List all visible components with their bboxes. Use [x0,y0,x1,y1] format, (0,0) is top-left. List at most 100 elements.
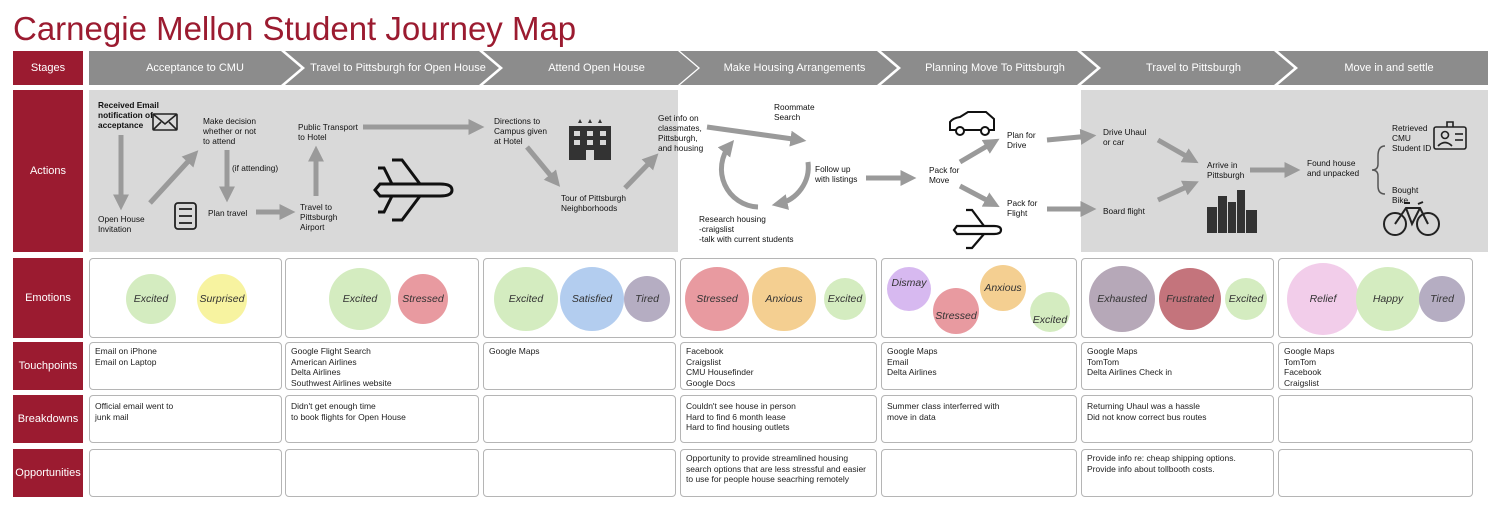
action-if-attending: (if attending) [232,163,279,173]
action-research-housing: Research housing -craigslist -talk with … [699,214,794,244]
car-icon [949,111,995,136]
action-pack-for-move: Pack for Move [929,165,960,185]
action-plan-for-drive: Plan for Drive [1007,130,1036,150]
touchpoints-text: Email on iPhone Email on Laptop [95,346,157,367]
action-directions: Directions to Campus given at Hotel [494,116,548,146]
opportunities-text [1279,450,1472,456]
opportunities-text [882,450,1076,456]
action-arrive: Arrive in Pittsburgh [1207,160,1245,180]
opportunities-cell [483,449,676,497]
airplane-icon [373,158,454,222]
flow-arrow [1156,137,1199,164]
opportunities-cell [89,449,282,497]
action-plan-travel: Plan travel [208,208,248,218]
bracket [1371,145,1386,195]
touchpoints-cell: Google Maps TomTom Facebook Craigslist [1278,342,1473,390]
cycle-arrow [717,140,759,210]
emotion-bubble: Relief [1287,263,1359,335]
emotion-bubble: Exhausted [1089,266,1155,332]
emotion-bubble: Excited [329,268,391,330]
opportunities-cell: Opportunity to provide streamlined housi… [680,449,877,497]
opportunities-text [90,450,281,456]
action-retrieved-id: Retrieved CMU Student ID [1392,123,1432,153]
emotion-bubble: Excited [126,274,176,324]
breakdowns-text [1279,396,1472,404]
opportunities-cell [881,449,1077,497]
row-label-actions: Actions [13,90,83,252]
emotion-bubble: Frustrated [1159,268,1221,330]
flow-arrow [1156,180,1199,203]
touchpoints-cell: Google Flight Search American Airlines D… [285,342,479,390]
stage-7: Move in and settle [1278,51,1488,85]
action-drive-uhaul: Drive Uhaul or car [1103,127,1147,147]
stage-label: Acceptance to CMU [146,62,244,74]
action-public-transport: Public Transport to Hotel [298,122,358,142]
action-get-info: Get info on classmates, Pittsburgh, and … [658,113,704,153]
stage-label: Make Housing Arrangements [723,62,866,74]
action-open-house-invitation: Open House Invitation [98,214,145,234]
row-label-opportunities: Opportunities [13,449,83,497]
row-label-stages: Stages [13,51,83,85]
stage-label: Travel to Pittsburgh [1146,62,1241,74]
emotion-bubble: Stressed [933,288,979,334]
breakdowns-text: Couldn't see house in person Hard to fin… [686,401,796,432]
emotion-bubble: Excited [824,278,866,320]
breakdowns-text: Didn't get enough time to book flights f… [291,401,406,422]
action-board-flight: Board flight [1103,206,1145,216]
emotion-bubble: Dismay [887,267,931,311]
row-label-breakdowns: Breakdowns [13,395,83,443]
action-pack-for-flight: Pack for Flight [1007,198,1038,218]
breakdowns-text [484,396,675,404]
breakdowns-text: Summer class interferred with move in da… [887,401,1000,422]
flow-arrow [706,124,807,147]
building-icon [569,119,611,160]
stage-3: Attend Open House [483,51,698,85]
breakdowns-text: Official email went to junk mail [95,401,174,422]
touchpoints-text: Facebook Craigslist CMU Housefinder Goog… [686,346,754,388]
action-found-house: Found house and unpacked [1307,158,1360,178]
emotion-bubble: Excited [494,267,558,331]
flow-arrow [525,145,561,187]
emotion-bubble: Anxious [980,265,1026,311]
stage-label: Planning Move To Pittsburgh [925,62,1065,74]
touchpoints-cell: Email on iPhone Email on Laptop [89,342,282,390]
breakdowns-cell [483,395,676,443]
touchpoints-cell: Google Maps Email Delta Airlines [881,342,1077,390]
opportunities-text [286,450,478,456]
stage-2: Travel to Pittsburgh for Open House [285,51,499,85]
touchpoints-text: Google Flight Search American Airlines D… [291,346,392,388]
actions-panel-left [89,90,678,252]
opportunities-cell [1278,449,1473,497]
breakdowns-cell: Summer class interferred with move in da… [881,395,1077,443]
row-label-emotions: Emotions [13,258,83,338]
action-roommate-search: Roommate Search [774,102,815,122]
stage-4: Make Housing Arrangements [680,51,897,85]
opportunities-text: Provide info re: cheap shipping options.… [1087,453,1236,474]
flow-arrow [623,153,659,190]
emotion-bubble: Stressed [685,267,749,331]
small-airplane-icon [952,208,1003,250]
breakdowns-cell: Returning Uhaul was a hassle Did not kno… [1081,395,1274,443]
emotion-bubble: Excited [1225,278,1267,320]
touchpoints-cell: Facebook Craigslist CMU Housefinder Goog… [680,342,877,390]
action-make-decision: Make decision whether or not to attend [203,116,257,146]
action-received-email: Received Email notification of acceptanc… [98,100,159,130]
emotion-bubble: Stressed [398,274,448,324]
flow-arrow [958,183,1000,207]
row-label-touchpoints: Touchpoints [13,342,83,390]
page-title: Carnegie Mellon Student Journey Map [13,10,577,47]
envelope-icon [152,113,178,131]
stage-label: Move in and settle [1344,62,1434,74]
breakdowns-cell: Couldn't see house in person Hard to fin… [680,395,877,443]
breakdowns-cell: Official email went to junk mail [89,395,282,443]
action-travel-airport: Travel to Pittsburgh Airport [300,202,338,232]
touchpoints-text: Google Maps [489,346,540,356]
city-icon [1207,190,1257,233]
